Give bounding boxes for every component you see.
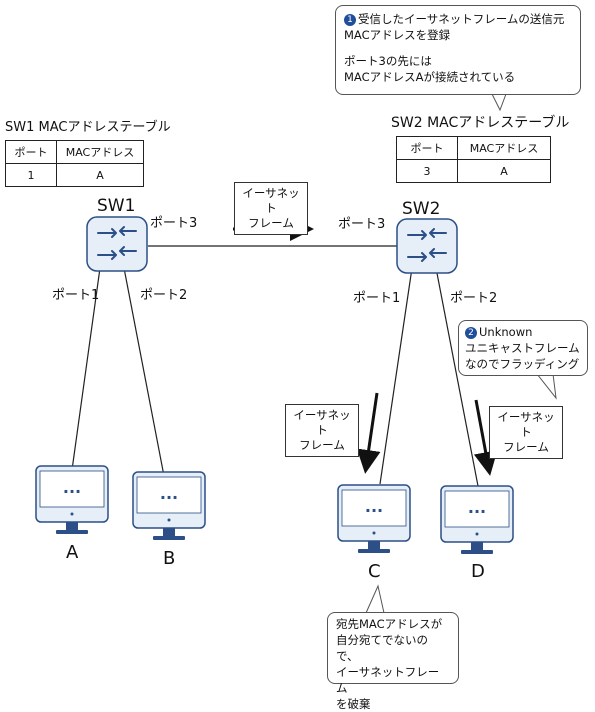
note1-spacer [344, 43, 572, 53]
frame-label-to-d: イーサネット フレーム [489, 406, 563, 459]
sw1-port3-label: ポート3 [150, 216, 198, 231]
note3-line-0: 宛先MACアドレスが [336, 617, 443, 631]
note1-line-3: ポート3の先には [344, 54, 432, 68]
sw2-switch-icon [396, 218, 458, 274]
table-row: 3 A [396, 159, 551, 183]
note2-tail [536, 373, 557, 400]
note3-tail [365, 584, 385, 614]
frame-label-line1: イーサネット [293, 408, 351, 437]
table-header-mac: MACアドレス [457, 136, 551, 160]
table-header-mac: MACアドレス [56, 140, 144, 164]
link-sw2-host-c [379, 267, 413, 485]
host-d-computer-icon [440, 485, 514, 554]
host-b-computer-icon [132, 471, 206, 540]
frame-label-line1: イーサネット [497, 410, 555, 439]
step-badge-1: 1 [344, 14, 356, 26]
sw2-name: SW2 [402, 199, 441, 219]
frame-label-top: イーサネット フレーム [234, 182, 308, 235]
host-a-label: A [66, 542, 79, 563]
table-row: 1 A [5, 163, 144, 187]
frame-label-line2: フレーム [299, 438, 345, 452]
table-cell-port: 3 [396, 159, 458, 183]
sw2-table-title: SW2 MACアドレステーブル [391, 115, 570, 131]
table-cell-port: 1 [5, 163, 57, 187]
note-discard-frame: 宛先MACアドレスが 自分宛てでないので、 イーサネットフレーム を破棄 [327, 612, 459, 711]
frame-label-line2: フレーム [248, 216, 294, 230]
table-cell-mac: A [56, 163, 144, 187]
frame-arrow-to-d [473, 399, 498, 476]
note3-line-1: 自分宛てでないので、 [336, 633, 428, 663]
frame-label-line1: イーサネット [242, 186, 300, 215]
sw1-port1-label: ポート1 [52, 288, 100, 303]
table-header-port: ポート [396, 136, 458, 160]
link-sw2-host-d [435, 267, 479, 487]
sw1-port2-label: ポート2 [140, 288, 188, 303]
frame-label-to-c: イーサネット フレーム [285, 404, 359, 457]
step-badge-2: 2 [465, 327, 477, 339]
host-d-label: D [471, 561, 485, 582]
host-b-label: B [163, 548, 176, 569]
note3-line-3: を破棄 [336, 697, 371, 711]
host-a-screen-text: ... [62, 478, 82, 497]
table-cell-mac: A [457, 159, 551, 183]
sw1-name: SW1 [97, 196, 136, 216]
sw1-switch-icon [86, 216, 148, 272]
host-b-screen-text: ... [159, 484, 179, 503]
note3-line-2: イーサネットフレーム [336, 665, 440, 695]
sw1-table-title: SW1 MACアドレステーブル [5, 120, 171, 135]
host-d-screen-text: ... [467, 498, 487, 517]
table-header-row: ポート MACアドレス [396, 136, 551, 160]
sw1-mac-table: ポート MACアドレス 1 A [5, 140, 144, 187]
note1-line-4: MACアドレスAが接続されている [344, 70, 516, 84]
table-header-row: ポート MACアドレス [5, 140, 144, 164]
host-c-label: C [368, 561, 381, 582]
host-a-computer-icon [35, 465, 109, 534]
sw2-port2-label: ポート2 [450, 291, 498, 306]
note2-line-2: なのでフラッディング [465, 357, 580, 371]
host-c-computer-icon [337, 484, 411, 553]
host-c-screen-text: ... [364, 497, 384, 516]
frame-arrow-to-c [356, 392, 381, 474]
table-header-port: ポート [5, 140, 57, 164]
note1-line-1: MACアドレスを登録 [344, 28, 451, 42]
frame-label-line2: フレーム [503, 440, 549, 454]
link-sw1-host-a [71, 267, 101, 471]
sw2-port3-label: ポート3 [338, 217, 386, 232]
link-sw1-host-b [123, 267, 165, 477]
note1-tail [491, 93, 507, 112]
note2-line-1: ユニキャストフレーム [465, 341, 580, 355]
sw2-port1-label: ポート1 [353, 291, 401, 306]
sw2-mac-table: ポート MACアドレス 3 A [396, 136, 551, 183]
